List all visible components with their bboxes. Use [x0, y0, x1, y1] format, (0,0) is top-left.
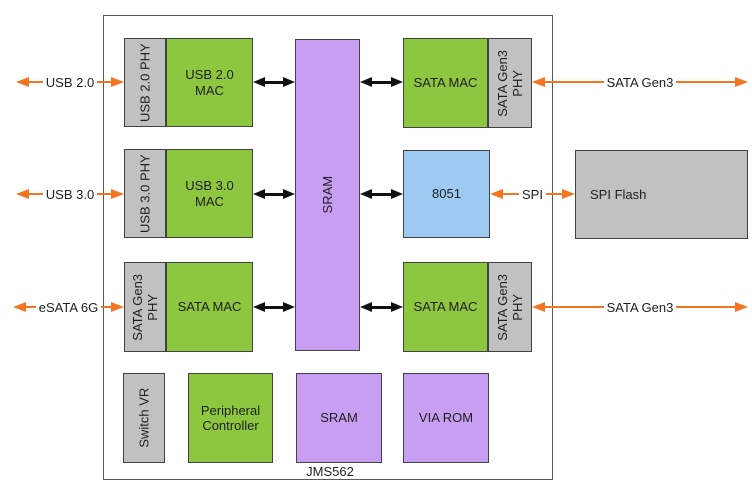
arrow-esatamac-sram — [253, 301, 295, 314]
block-sata-mac-top: SATA MAC — [403, 38, 488, 128]
arrowhead-left-icon — [360, 189, 372, 199]
block-label: SATA MAC — [413, 299, 478, 315]
port-label: USB 2.0 — [45, 74, 95, 90]
block-esata-mac: SATA MAC — [166, 262, 253, 352]
block-esata-phy: SATA Gen3 PHY — [124, 262, 166, 352]
block-label: SATA Gen3 PHY — [494, 273, 526, 341]
arrowhead-right-icon — [391, 302, 403, 312]
arrowhead-right-icon — [391, 77, 403, 87]
arrow-sram-satamac-bot — [360, 301, 403, 314]
block-8051-mcu: 8051 — [403, 150, 490, 238]
block-sata-phy-bot: SATA Gen3 PHY — [488, 262, 532, 352]
block-label: VIA ROM — [418, 410, 474, 426]
block-label: SRAM — [319, 176, 335, 214]
block-label: SPI Flash — [590, 186, 647, 202]
arrowhead-left-icon — [16, 77, 29, 87]
port-label: eSATA 6G — [38, 299, 99, 315]
block-usb3-mac: USB 3.0 MAC — [166, 149, 253, 238]
block-sram-small: SRAM — [296, 373, 382, 463]
arrow-usb2mac-sram — [253, 76, 295, 89]
arrow-usb3mac-sram — [253, 188, 295, 201]
block-label: USB 2.0 MAC — [185, 67, 234, 98]
block-label: USB 2.0 PHY — [137, 43, 153, 122]
arrowhead-right-icon — [283, 302, 295, 312]
arrowhead-left-icon — [360, 302, 372, 312]
arrowhead-left-icon — [16, 189, 29, 199]
block-usb2-phy: USB 2.0 PHY — [124, 38, 166, 127]
block-switch-vr: Switch VR — [123, 373, 165, 463]
port-label: SATA Gen3 — [606, 299, 674, 315]
port-label: SATA Gen3 — [606, 74, 674, 90]
block-usb2-mac: USB 2.0 MAC — [166, 38, 253, 127]
arrowhead-left-icon — [532, 77, 545, 87]
block-label: Switch VR — [136, 388, 152, 448]
arrow-sram-8051 — [360, 188, 403, 201]
arrowhead-left-icon — [490, 189, 503, 199]
arrowhead-left-icon — [13, 302, 26, 312]
arrowhead-right-icon — [283, 189, 295, 199]
block-via-rom: VIA ROM — [403, 373, 489, 463]
port-sata-gen3-bot: SATA Gen3 — [532, 299, 749, 316]
arrowhead-right-icon — [391, 189, 403, 199]
arrowhead-left-icon — [360, 77, 372, 87]
port-sata-gen3-top: SATA Gen3 — [532, 74, 749, 91]
arrowhead-left-icon — [532, 302, 545, 312]
chip-title: JMS562 — [306, 464, 354, 479]
block-label: Peripheral Controller — [200, 402, 261, 433]
block-label: SATA Gen3 PHY — [494, 49, 526, 117]
block-label: SATA MAC — [413, 75, 478, 91]
arrowhead-left-icon — [253, 302, 265, 312]
port-usb3: USB 3.0 — [16, 186, 125, 203]
block-label: USB 3.0 PHY — [137, 154, 153, 233]
arrowhead-right-icon — [735, 302, 749, 312]
arrowhead-right-icon — [735, 77, 749, 87]
port-label: USB 3.0 — [45, 186, 95, 202]
port-spi: SPI — [490, 186, 575, 203]
port-usb2: USB 2.0 — [16, 74, 125, 91]
arrowhead-right-icon — [111, 302, 124, 312]
block-label: USB 3.0 MAC — [185, 178, 234, 209]
arrowhead-left-icon — [253, 189, 265, 199]
arrowhead-right-icon — [111, 189, 125, 199]
block-peripheral-controller: Peripheral Controller — [188, 373, 273, 463]
block-sata-phy-top: SATA Gen3 PHY — [488, 38, 532, 128]
arrowhead-right-icon — [283, 77, 295, 87]
port-esata: eSATA 6G — [13, 299, 124, 316]
arrow-sram-satamac-top — [360, 76, 403, 89]
block-label: SATA Gen3 PHY — [129, 273, 161, 341]
block-usb3-phy: USB 3.0 PHY — [124, 149, 166, 238]
block-label: SATA MAC — [177, 299, 242, 315]
arrowhead-left-icon — [253, 77, 265, 87]
block-sram-main: SRAM — [295, 39, 360, 351]
block-sata-mac-bot: SATA MAC — [403, 262, 488, 352]
block-label: SRAM — [320, 410, 358, 426]
port-label: SPI — [522, 186, 543, 202]
arrowhead-right-icon — [111, 77, 125, 87]
arrowhead-right-icon — [562, 189, 575, 199]
block-spi-flash: SPI Flash — [575, 150, 748, 239]
block-label: 8051 — [432, 186, 461, 202]
